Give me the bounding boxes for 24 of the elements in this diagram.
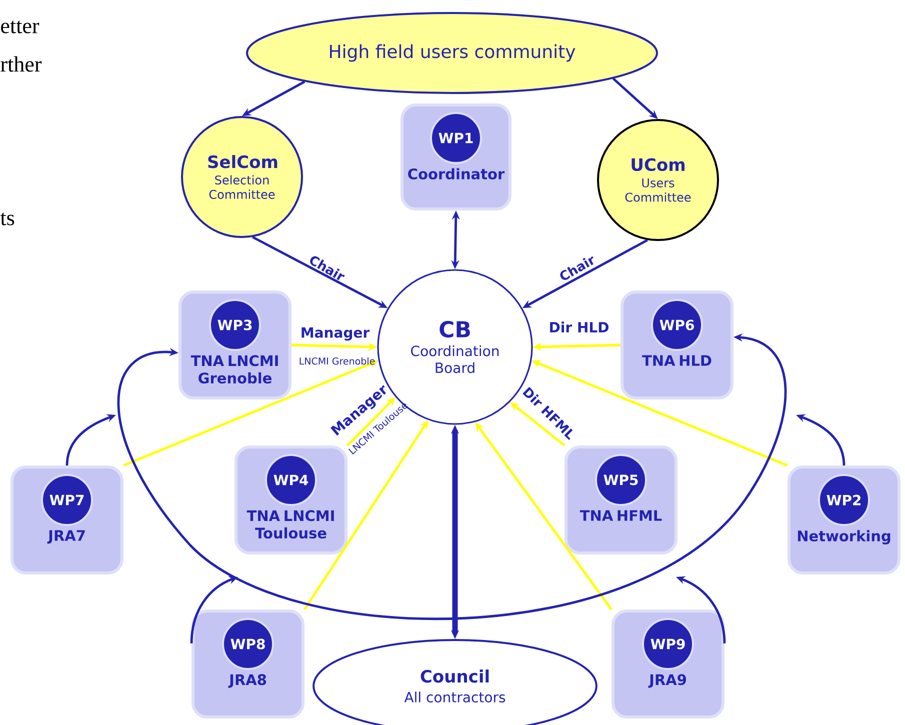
wp-badge: WP5 [595,454,647,506]
wp-badge: WP2 [818,474,870,526]
wp-badge: WP8 [222,618,274,670]
work-package-box: WP6 TNA HLD [620,290,734,400]
edge-label: Dir HLD [550,322,608,332]
cut-off-text: ts [0,212,14,226]
edge-label: Manager [302,327,370,341]
wp-badge: WP4 [265,454,317,506]
work-package-box: WP1 Coordinator [400,104,512,210]
edge-note: LNCMI Grenoble [300,357,375,365]
wp-badge: WP9 [642,618,694,670]
work-package-box: WP7 JRA7 [10,466,124,574]
work-package-box: WP4 TNA LNCMI Toulouse [234,446,348,554]
work-package-box: WP2 Networking [788,466,900,574]
wp-badge: WP6 [651,299,703,351]
work-package-box: WP5 TNA HFML [564,446,678,554]
wp-badge: WP3 [209,299,261,351]
wp-badge: WP7 [41,474,93,526]
work-package-box: WP3 TNA LNCMI Grenoble [178,290,292,400]
wp-badge: WP1 [430,112,482,164]
cut-off-text: etter [1,20,40,34]
work-package-box: WP8 JRA8 [192,610,304,718]
cut-off-text: rther [0,56,42,72]
work-package-box: WP9 JRA9 [612,610,724,718]
